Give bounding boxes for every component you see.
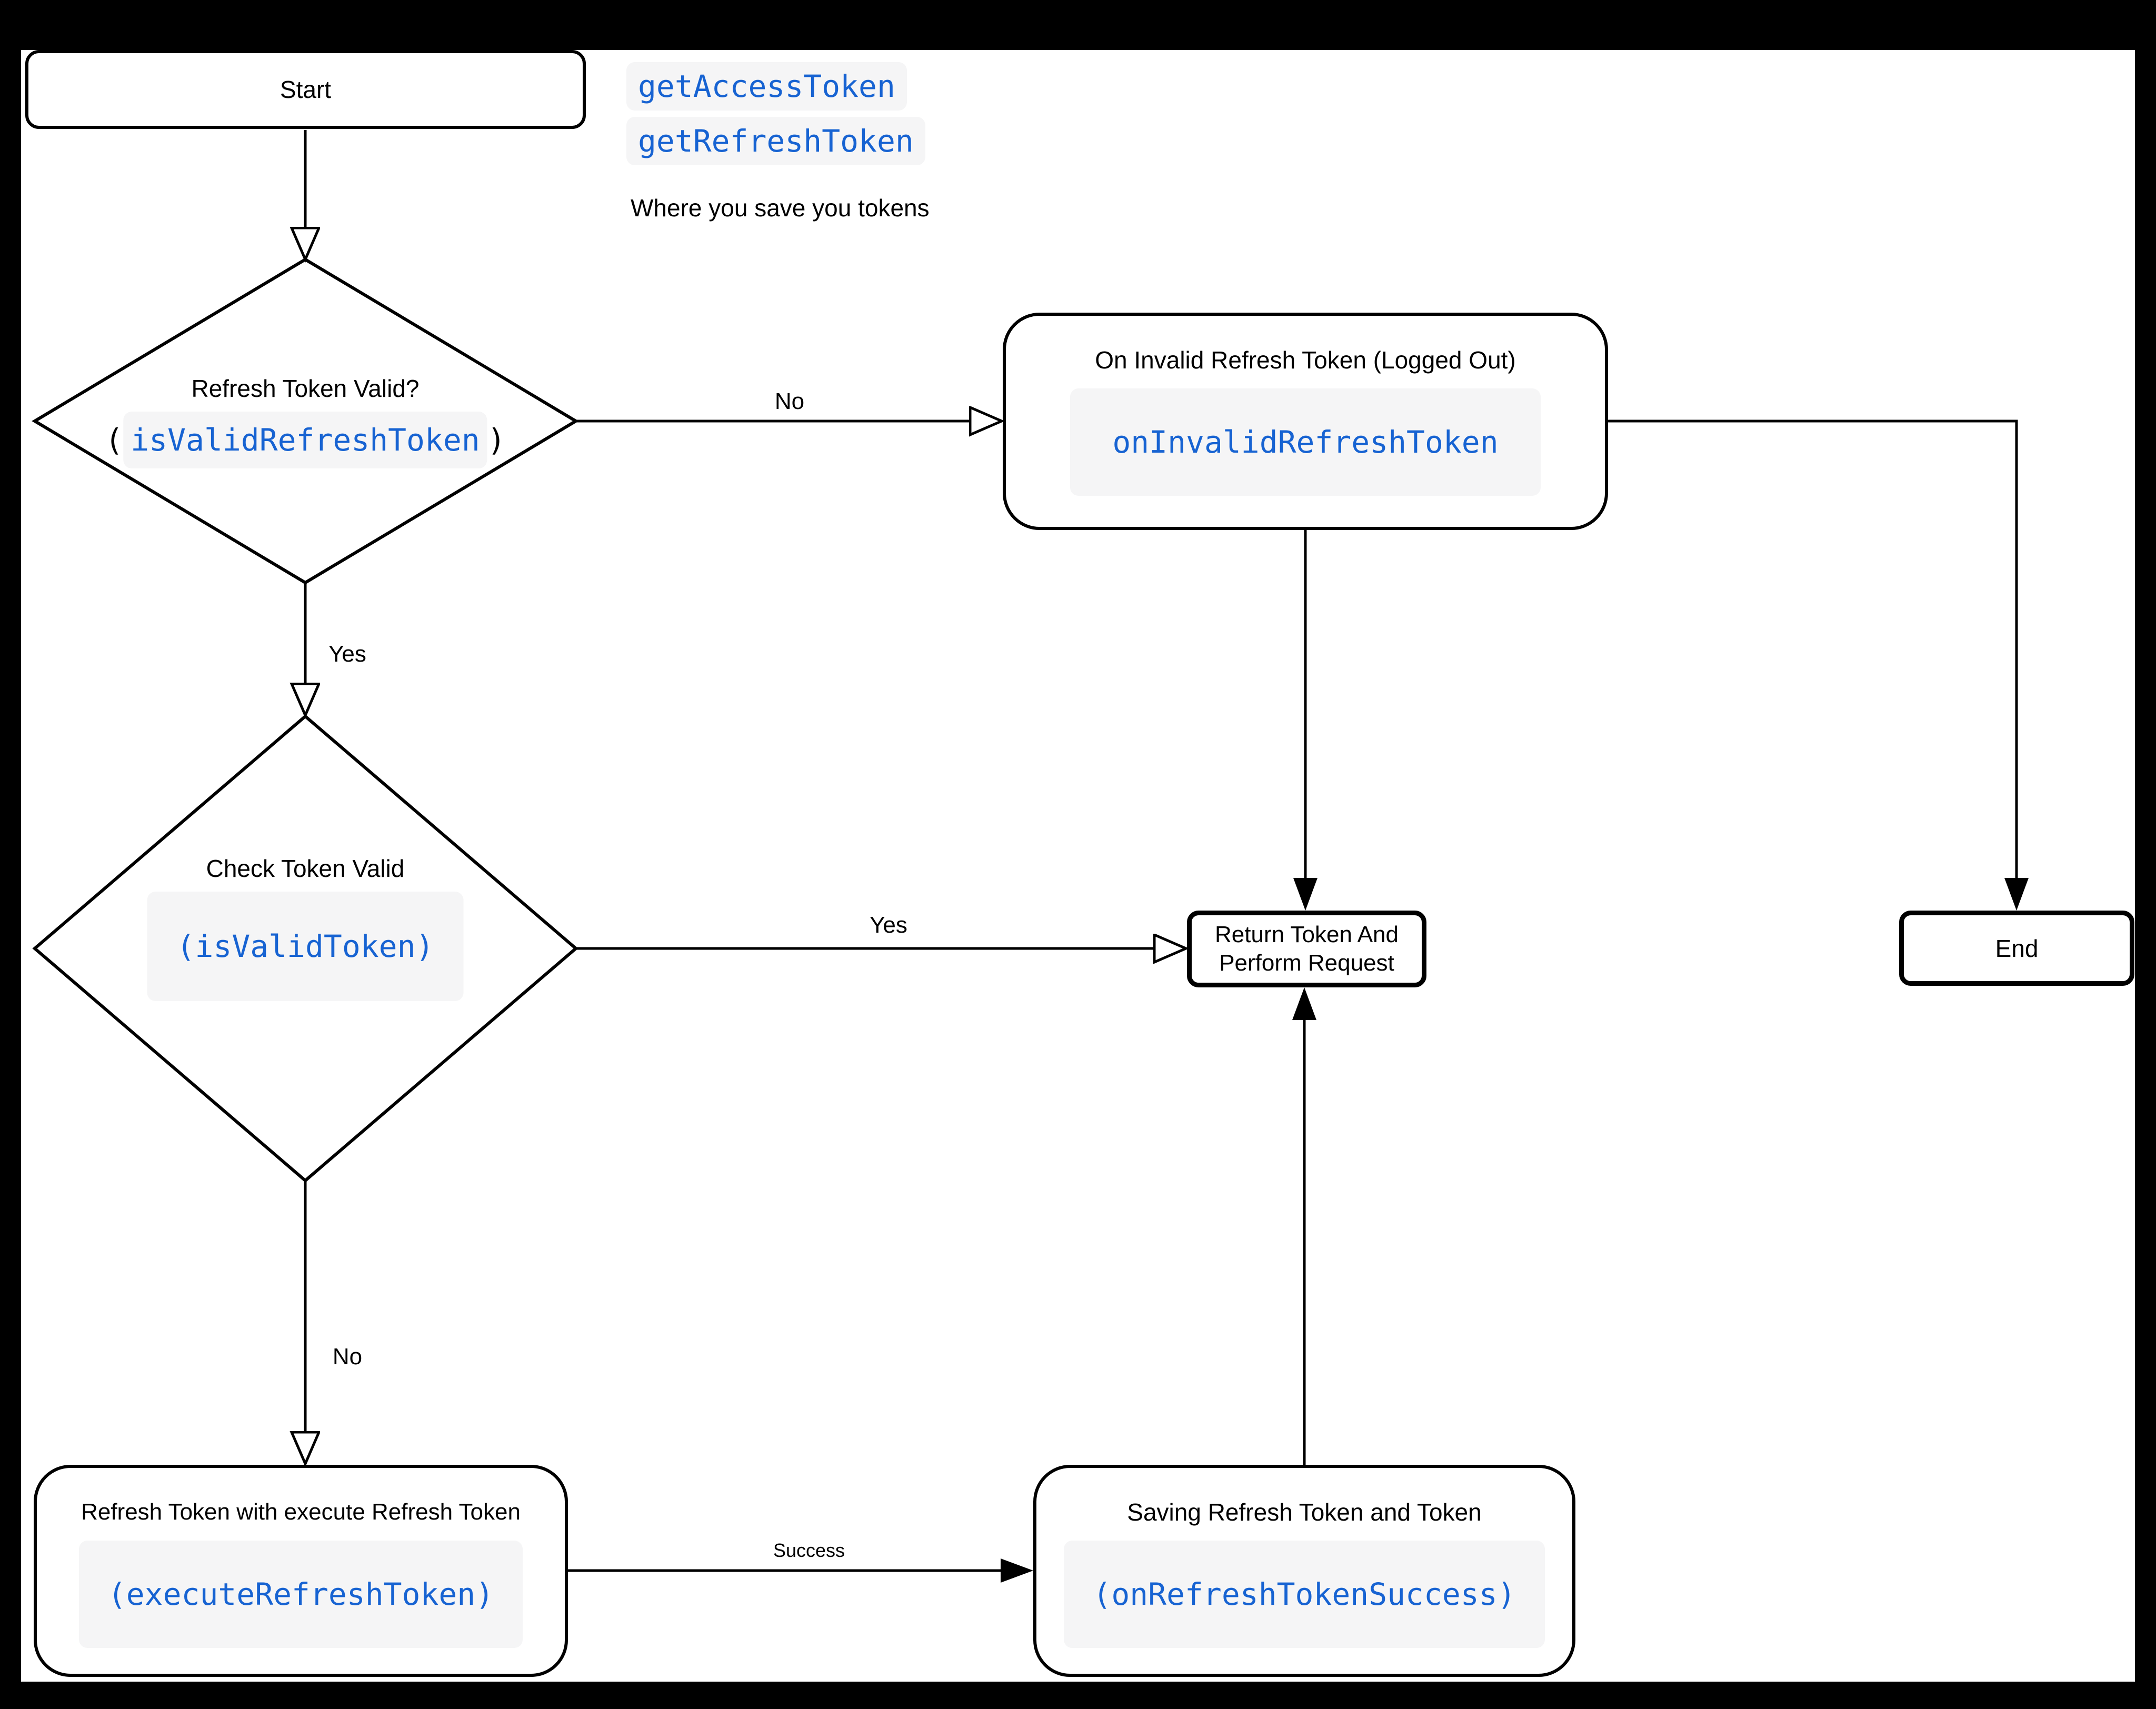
start-node: Start [25,50,586,129]
edge-label-success: Success [766,1538,852,1563]
edge-label-yes-1: Yes [322,640,373,668]
is-valid-token-code: (isValidToken) [147,892,464,1001]
end-label: End [1995,934,2039,962]
execute-refresh-token-code: (executeRefreshToken) [78,1541,523,1648]
return-token-line2: Perform Request [1219,950,1394,976]
diamond-check-token-valid-label: Check Token Valid (isValidToken) [147,854,464,1001]
get-access-token-code: getAccessToken [638,68,895,104]
saving-tokens-node: Saving Refresh Token and Token (onRefres… [1033,1465,1575,1677]
diamond-refresh-token-valid-label: Refresh Token Valid? ( isValidRefreshTok… [105,374,506,468]
saving-tokens-title: Saving Refresh Token and Token [1127,1498,1482,1526]
edge-label-no-2: No [326,1343,369,1371]
on-invalid-title: On Invalid Refresh Token (Logged Out) [1095,346,1516,374]
get-refresh-token-code: getRefreshToken [638,123,914,159]
tokens-note: Where you save you tokens [631,194,930,222]
refresh-valid-title: Refresh Token Valid? [191,375,420,402]
get-access-token-annotation: getAccessToken [626,62,907,111]
execute-refresh-token-node: Refresh Token with execute Refresh Token… [34,1465,568,1677]
on-invalid-refresh-token-node: On Invalid Refresh Token (Logged Out) on… [1003,313,1608,530]
end-node: End [1899,911,2134,986]
paren-open: ( [105,422,124,458]
start-label: Start [280,76,332,103]
get-refresh-token-annotation: getRefreshToken [626,117,925,165]
is-valid-refresh-token-code: isValidRefreshToken [123,412,487,468]
edge-label-yes-2: Yes [863,911,914,940]
refresh-valid-code-row: ( isValidRefreshToken ) [105,412,506,468]
edge-oninvalid-to-end [1608,419,2029,911]
edge-label-no-1: No [768,387,811,416]
paren-close: ) [487,422,506,458]
return-token-node: Return Token And Perform Request [1187,911,1426,987]
execute-refresh-title: Refresh Token with execute Refresh Token [81,1499,521,1525]
return-token-line1: Return Token And [1215,922,1399,947]
on-invalid-refresh-token-code: onInvalidRefreshToken [1070,388,1541,496]
check-token-valid-title: Check Token Valid [206,855,405,882]
on-refresh-token-success-code: (onRefreshTokenSuccess) [1064,1541,1545,1648]
